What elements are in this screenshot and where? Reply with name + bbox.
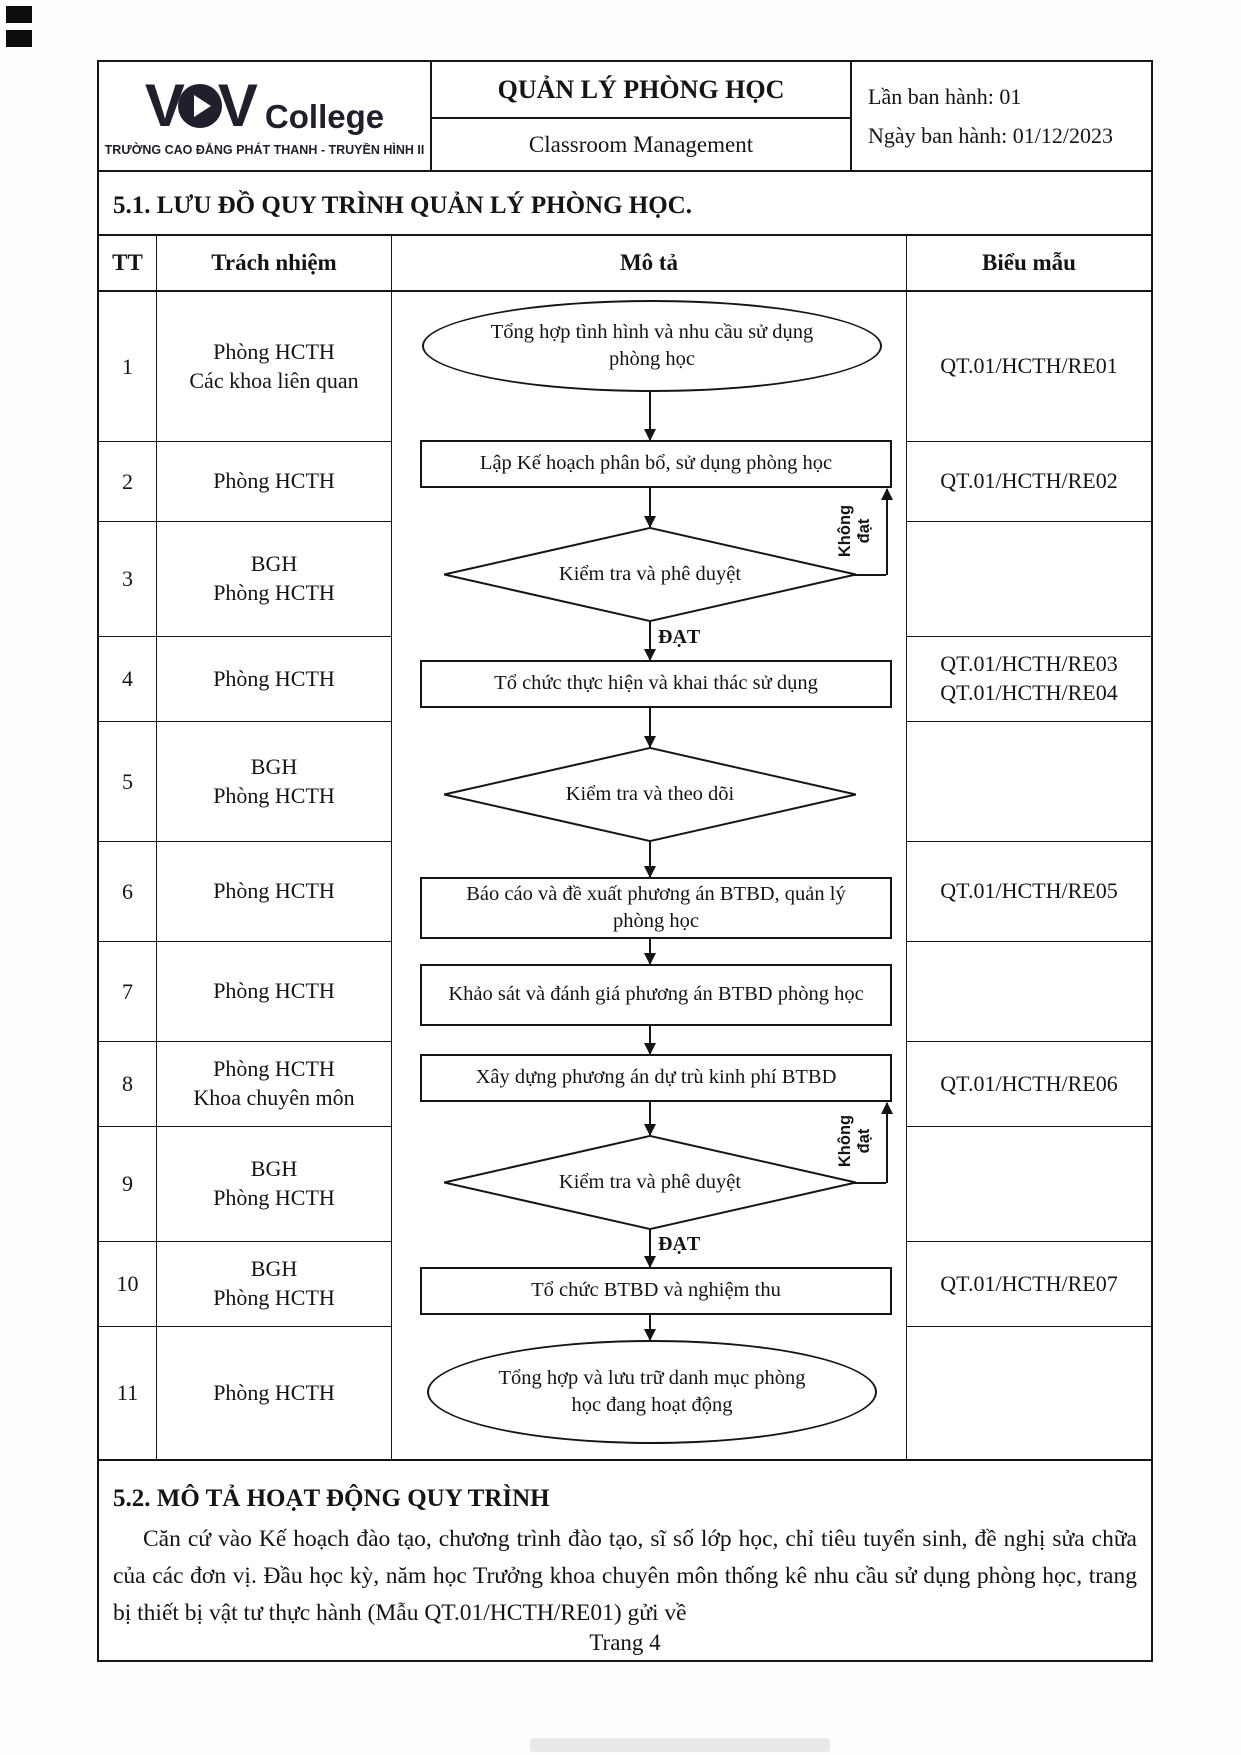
flowchart: Không đạt Không đạt ĐẠT ĐẠT Tổng hợp tìn… <box>392 292 907 1459</box>
scan-smudge <box>530 1738 830 1752</box>
pass-label: ĐẠT <box>658 1233 701 1255</box>
feedback-line <box>854 574 886 576</box>
column-header-form: Biểu mẫu <box>907 236 1151 292</box>
row-number: 4 <box>99 637 157 722</box>
row-form <box>907 1127 1151 1242</box>
section-5-1-title: 5.1. LƯU ĐỒ QUY TRÌNH QUẢN LÝ PHÒNG HỌC. <box>113 192 692 219</box>
document-header: V V College TRƯỜNG CAO ĐẲNG PHÁT THANH -… <box>99 62 1151 172</box>
row-form: QT.01/HCTH/RE05 <box>907 842 1151 942</box>
flow-step-process: Xây dựng phương án dự trù kinh phí BTBD <box>420 1054 892 1102</box>
row-number: 11 <box>99 1327 157 1459</box>
row-responsibility: BGH Phòng HCTH <box>157 722 392 842</box>
flow-step-process: Lập Kế hoạch phân bổ, sử dụng phòng học <box>420 440 892 488</box>
diamond-outline <box>440 1135 860 1230</box>
flow-step-process: Khảo sát và đánh giá phương án BTBD phòn… <box>420 964 892 1026</box>
header-title-block: QUẢN LÝ PHÒNG HỌC Classroom Management <box>432 62 852 170</box>
logo-subtitle: TRƯỜNG CAO ĐẲNG PHÁT THANH - TRUYỀN HÌNH… <box>104 142 425 157</box>
flow-arrow-down <box>643 1026 656 1055</box>
logo-college-text: College <box>264 97 385 135</box>
flow-arrow-down <box>643 842 656 878</box>
diamond-outline <box>440 527 860 622</box>
flow-arrow-down <box>643 392 656 441</box>
row-number: 5 <box>99 722 157 842</box>
document-title-en: Classroom Management <box>528 131 754 157</box>
row-form: QT.01/HCTH/RE01 <box>907 292 1151 442</box>
flow-step-terminator: Tổng hợp và lưu trữ danh mục phòng học đ… <box>427 1340 877 1444</box>
document-title-vi: QUẢN LÝ PHÒNG HỌC <box>432 62 850 120</box>
flow-step-process: Tổ chức BTBD và nghiệm thu <box>420 1267 892 1315</box>
column-header-description: Mô tả <box>392 236 907 292</box>
row-responsibility: BGH Phòng HCTH <box>157 1127 392 1242</box>
flow-step-decision: Kiểm tra và phê duyệt <box>440 527 860 622</box>
row-form: QT.01/HCTH/RE07 <box>907 1242 1151 1327</box>
scan-artifact <box>6 6 32 23</box>
flow-step-process: Báo cáo và đề xuất phương án BTBD, quản … <box>420 877 892 939</box>
row-responsibility: Phòng HCTH <box>157 842 392 942</box>
vov-logo: V V College <box>144 71 385 139</box>
row-number: 2 <box>99 442 157 522</box>
row-form <box>907 942 1151 1042</box>
row-number: 6 <box>99 842 157 942</box>
flow-arrow-down <box>643 708 656 748</box>
flow-arrow-down <box>643 1315 656 1341</box>
flow-step-decision: Kiểm tra và phê duyệt <box>440 1135 860 1230</box>
flow-step-terminator: Tổng hợp tình hình và nhu cầu sử dụng ph… <box>422 300 882 392</box>
row-responsibility: BGH Phòng HCTH <box>157 522 392 637</box>
row-form <box>907 1327 1151 1459</box>
row-form: QT.01/HCTH/RE03 QT.01/HCTH/RE04 <box>907 637 1151 722</box>
pass-label: ĐẠT <box>658 626 701 648</box>
play-icon <box>177 83 222 128</box>
row-number: 9 <box>99 1127 157 1242</box>
flow-step-label: Kiểm tra và phê duyệt <box>558 1170 742 1193</box>
row-form <box>907 722 1151 842</box>
column-header-tt: TT <box>99 236 157 292</box>
flow-arrow-down <box>643 939 656 965</box>
logo-letter-v: V <box>144 71 185 139</box>
section-5-2-paragraph: Căn cứ vào Kế hoạch đào tạo, chương trìn… <box>113 1526 1137 1627</box>
row-responsibility: Phòng HCTH Khoa chuyên môn <box>157 1042 392 1127</box>
flow-arrow-down <box>643 488 656 528</box>
row-number: 3 <box>99 522 157 637</box>
flow-arrow-down <box>643 1230 656 1268</box>
row-number: 1 <box>99 292 157 442</box>
issue-number: Lần ban hành: 01 <box>868 83 1022 109</box>
fail-label: Không đạt <box>836 1114 873 1168</box>
feedback-line <box>854 1182 886 1184</box>
feedback-arrow-up <box>880 488 893 575</box>
section-5-2-title: 5.2. MÔ TẢ HOẠT ĐỘNG QUY TRÌNH <box>113 1485 550 1512</box>
process-table: TT Trách nhiệm Mô tả Biểu mẫu 1 Phòng HC… <box>99 234 1151 1461</box>
row-responsibility: Phòng HCTH <box>157 637 392 722</box>
column-header-responsibility: Trách nhiệm <box>157 236 392 292</box>
row-responsibility: Phòng HCTH <box>157 1327 392 1459</box>
page-frame: V V College TRƯỜNG CAO ĐẲNG PHÁT THANH -… <box>97 60 1153 1662</box>
flow-arrow-down <box>643 622 656 661</box>
row-responsibility: Phòng HCTH <box>157 942 392 1042</box>
fail-label: Không đạt <box>836 504 873 558</box>
diamond-outline <box>440 747 860 842</box>
row-number: 8 <box>99 1042 157 1127</box>
row-responsibility: BGH Phòng HCTH <box>157 1242 392 1327</box>
flow-step-label: Kiểm tra và theo dõi <box>565 782 735 805</box>
row-number: 10 <box>99 1242 157 1327</box>
row-responsibility: Phòng HCTH Các khoa liên quan <box>157 292 392 442</box>
flow-step-label: Kiểm tra và phê duyệt <box>558 562 742 585</box>
issue-date: Ngày ban hành: 01/12/2023 <box>868 122 1114 148</box>
issue-info-block: Lần ban hành: 01 Ngày ban hành: 01/12/20… <box>852 62 1151 170</box>
feedback-arrow-up <box>880 1102 893 1183</box>
flow-step-decision: Kiểm tra và theo dõi <box>440 747 860 842</box>
row-form: QT.01/HCTH/RE02 <box>907 442 1151 522</box>
scan-artifact <box>6 30 32 47</box>
row-number: 7 <box>99 942 157 1042</box>
logo-block: V V College TRƯỜNG CAO ĐẲNG PHÁT THANH -… <box>99 62 432 170</box>
row-form <box>907 522 1151 637</box>
flow-step-process: Tổ chức thực hiện và khai thác sử dụng <box>420 660 892 708</box>
flow-arrow-down <box>643 1102 656 1136</box>
logo-letter-v: V <box>217 71 258 139</box>
row-form: QT.01/HCTH/RE06 <box>907 1042 1151 1127</box>
row-responsibility: Phòng HCTH <box>157 442 392 522</box>
page-number: Trang 4 <box>589 1630 661 1655</box>
